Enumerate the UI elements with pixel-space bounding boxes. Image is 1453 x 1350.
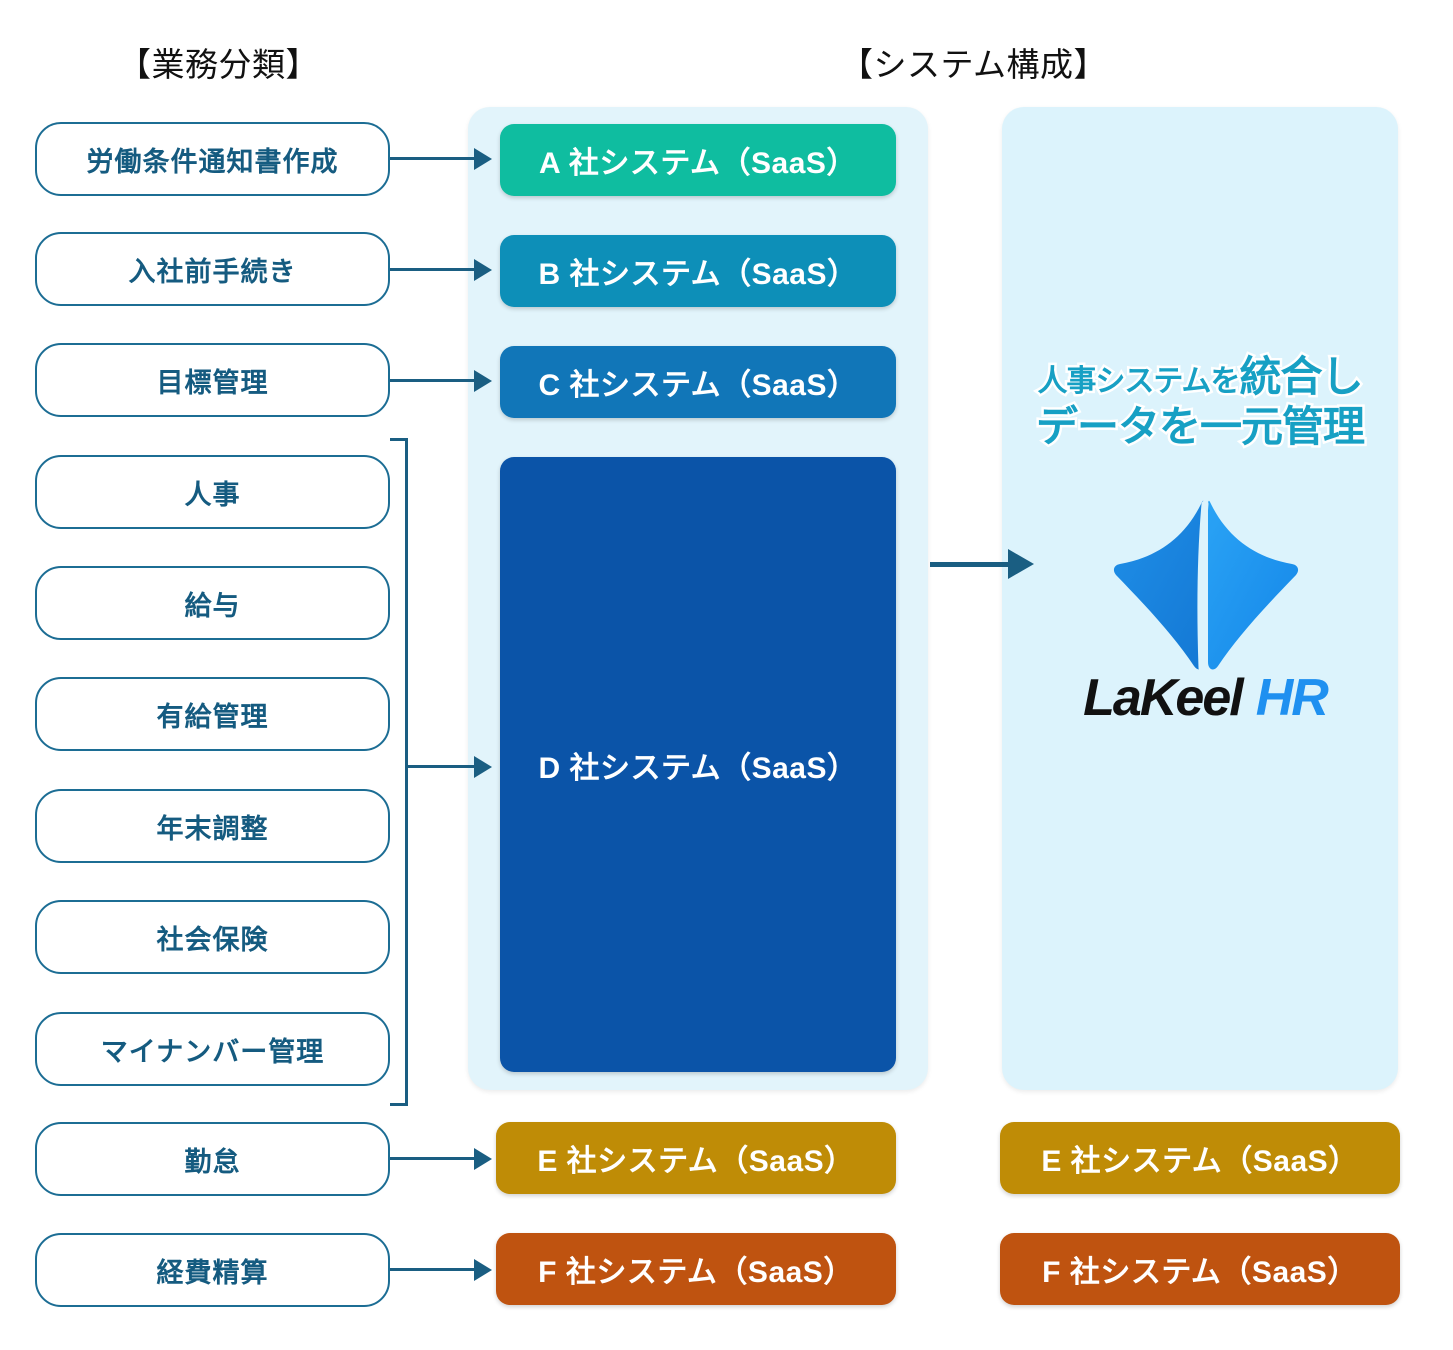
system-box-c[interactable]: C 社システム（SaaS） — [500, 346, 896, 418]
task-box-mokuhyo-kanri[interactable]: 目標管理 — [35, 343, 390, 417]
task-box-jinji[interactable]: 人事 — [35, 455, 390, 529]
column-header-system-configuration: 【システム構成】 — [840, 46, 1108, 83]
task-box-nenmatsu-chosei[interactable]: 年末調整 — [35, 789, 390, 863]
integration-headline-line2-text: データを一元管理 — [1033, 400, 1367, 452]
system-box-f-current[interactable]: F 社システム（SaaS） — [496, 1233, 896, 1305]
integration-headline-line1: 人事システムを統合し — [1012, 351, 1388, 403]
task-box-yukyu-kanri[interactable]: 有給管理 — [35, 677, 390, 751]
task-box-keihi-seisan[interactable]: 経費精算 — [35, 1233, 390, 1307]
logo-name-secondary: HR — [1255, 669, 1329, 727]
task-group-bracket — [390, 438, 410, 1106]
integration-headline-line1-small: 人事システムを — [1035, 363, 1243, 401]
task-box-kyuyo[interactable]: 給与 — [35, 566, 390, 640]
task-box-shakai-hoken[interactable]: 社会保険 — [35, 900, 390, 974]
system-box-f-future[interactable]: F 社システム（SaaS） — [1000, 1233, 1400, 1305]
task-box-my-number-kanri[interactable]: マイナンバー管理 — [35, 1012, 390, 1086]
logo-name-primary: LaKeel — [1083, 669, 1244, 727]
system-box-d[interactable]: D 社システム（SaaS） — [500, 457, 896, 1072]
system-box-a[interactable]: A 社システム（SaaS） — [500, 124, 896, 196]
integration-headline: 人事システムを統合し データを一元管理 — [1012, 351, 1388, 453]
system-box-e-future[interactable]: E 社システム（SaaS） — [1000, 1122, 1400, 1194]
integration-headline-line2: データを一元管理 — [1012, 400, 1388, 452]
integration-headline-line1-large: 統合し — [1237, 351, 1366, 403]
column-header-business-classification: 【業務分類】 — [118, 46, 319, 83]
system-box-b[interactable]: B 社システム（SaaS） — [500, 235, 896, 307]
task-box-kintai[interactable]: 勤怠 — [35, 1122, 390, 1196]
keel-sail-shield-icon — [1098, 500, 1312, 672]
system-box-e-current[interactable]: E 社システム（SaaS） — [496, 1122, 896, 1194]
task-box-nyusha-mae[interactable]: 入社前手続き — [35, 232, 390, 306]
task-box-rodo-joken[interactable]: 労働条件通知書作成 — [35, 122, 390, 196]
